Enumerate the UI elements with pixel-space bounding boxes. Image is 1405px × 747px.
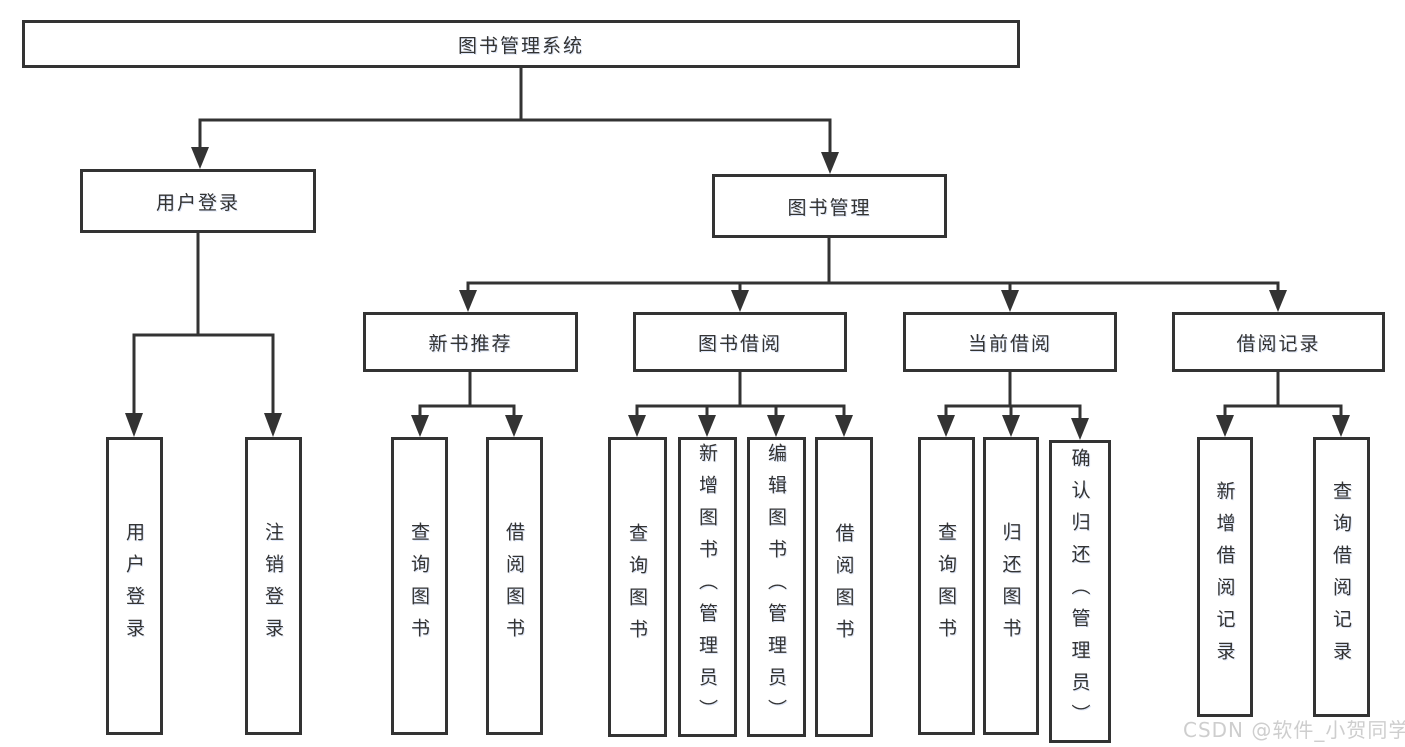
leaf-records-query-record-label: 查询借阅记录: [1330, 481, 1352, 673]
leaf-borrowing-add-books-admin-label: 新增图书（管理员）: [696, 443, 718, 731]
leaf-borrowing-add-books-admin: 新增图书（管理员）: [678, 437, 737, 737]
leaf-records-query-record: 查询借阅记录: [1313, 437, 1370, 717]
leaf-recommend-borrow-books: 借阅图书: [486, 437, 543, 735]
node-new-book-recommend-label: 新书推荐: [428, 332, 513, 355]
leaf-current-confirm-return-admin: 确认归还（管理员）: [1049, 440, 1111, 743]
node-user-login: 用户登录: [80, 169, 316, 233]
node-user-login-label: 用户登录: [155, 191, 240, 214]
node-current-borrowing: 当前借阅: [903, 312, 1117, 372]
leaf-borrowing-query-books: 查询图书: [608, 437, 667, 737]
leaf-borrowing-borrow-books: 借阅图书: [815, 437, 873, 737]
node-book-management: 图书管理: [712, 174, 947, 238]
leaf-current-confirm-return-admin-label: 确认归还（管理员）: [1068, 447, 1091, 736]
node-book-borrowing-label: 图书借阅: [697, 332, 782, 355]
node-library-system: 图书管理系统: [22, 20, 1020, 68]
leaf-borrowing-edit-books-admin-label: 编辑图书（管理员）: [765, 443, 787, 731]
watermark-text: CSDN @软件_小贺同学: [1183, 718, 1405, 742]
leaf-recommend-query-books: 查询图书: [391, 437, 448, 735]
leaf-current-return-books-label: 归还图书: [999, 522, 1022, 650]
leaf-user-login: 用户登录: [106, 437, 163, 735]
leaf-recommend-query-books-label: 查询图书: [408, 522, 430, 650]
node-borrowing-records: 借阅记录: [1172, 312, 1385, 372]
node-library-system-label: 图书管理系统: [457, 34, 584, 57]
node-borrowing-records-label: 借阅记录: [1236, 332, 1321, 355]
leaf-logout: 注销登录: [245, 437, 302, 735]
leaf-logout-label: 注销登录: [262, 522, 284, 650]
leaf-recommend-borrow-books-label: 借阅图书: [503, 522, 525, 650]
node-new-book-recommend: 新书推荐: [363, 312, 578, 372]
leaf-borrowing-borrow-books-label: 借阅图书: [832, 523, 855, 651]
node-book-borrowing: 图书借阅: [633, 312, 847, 372]
leaf-current-query-books: 查询图书: [918, 437, 975, 735]
leaf-records-add-record-label: 新增借阅记录: [1213, 481, 1236, 673]
leaf-user-login-label: 用户登录: [123, 522, 145, 650]
leaf-records-add-record: 新增借阅记录: [1197, 437, 1253, 717]
node-current-borrowing-label: 当前借阅: [967, 332, 1052, 355]
leaf-borrowing-edit-books-admin: 编辑图书（管理员）: [747, 437, 806, 737]
node-book-management-label: 图书管理: [787, 196, 872, 219]
leaf-current-return-books: 归还图书: [983, 437, 1039, 735]
leaf-borrowing-query-books-label: 查询图书: [626, 523, 648, 651]
leaf-current-query-books-label: 查询图书: [935, 522, 957, 650]
